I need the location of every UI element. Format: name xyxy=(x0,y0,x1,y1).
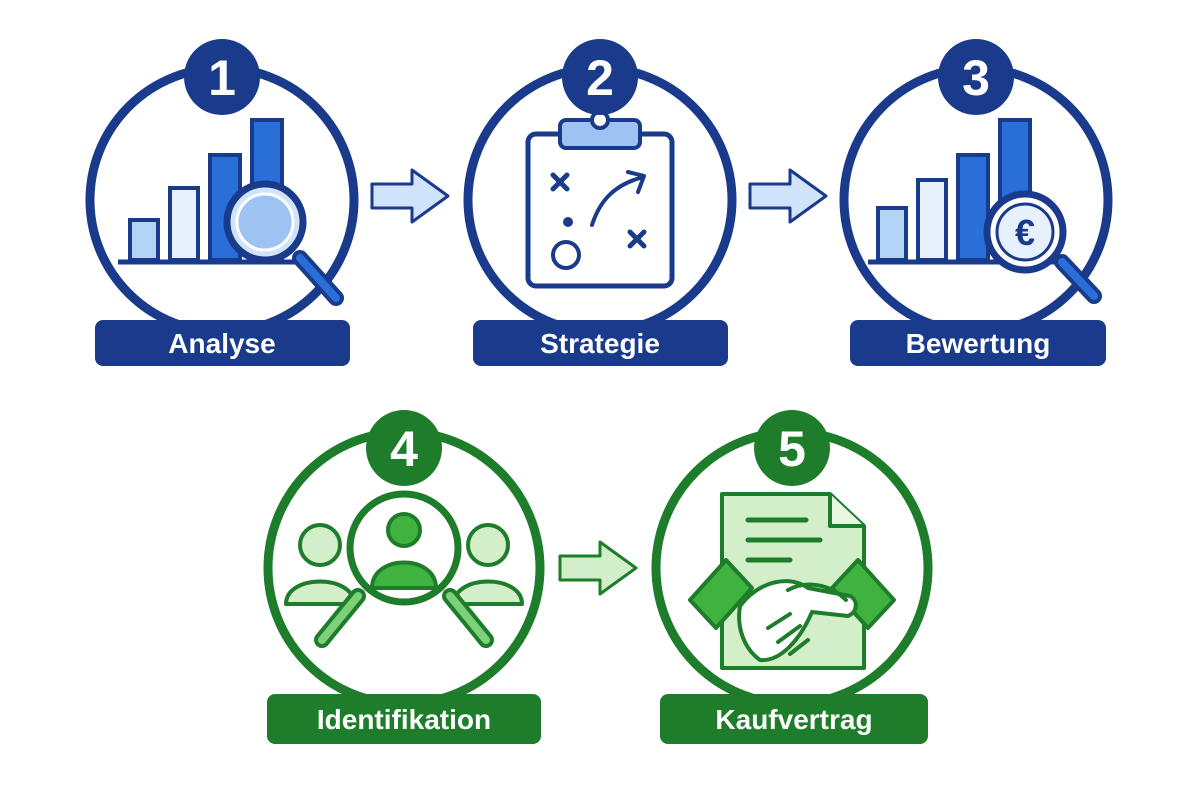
step-4-number-badge xyxy=(366,410,442,486)
step-4-label-box xyxy=(267,694,541,744)
step-3-label-box xyxy=(850,320,1106,366)
arrow-1-to-2 xyxy=(370,168,450,224)
bar-chart-euro-icon: € xyxy=(868,118,1102,304)
bar-chart-magnifier-icon xyxy=(118,118,344,306)
step-5-label: Kaufvertrag xyxy=(715,704,872,735)
step-3-number: 3 xyxy=(962,50,990,106)
step-2-label-box xyxy=(473,320,728,366)
step-3-number-badge xyxy=(938,39,1014,115)
people-search-icon xyxy=(284,490,524,648)
step-4-number: 4 xyxy=(390,421,418,477)
step-1-label-box xyxy=(95,320,350,366)
arrow-4-to-5 xyxy=(558,540,638,596)
arrow-2-to-3 xyxy=(748,168,828,224)
step-1: 1 Analyse xyxy=(85,39,359,366)
step-3-label: Bewertung xyxy=(906,328,1051,359)
step-1-number-badge xyxy=(184,39,260,115)
step-1-label: Analyse xyxy=(168,328,275,359)
handshake-contract-icon xyxy=(688,492,896,670)
clipboard-strategy-icon xyxy=(525,110,675,289)
step-5-number: 5 xyxy=(778,421,806,477)
step-2: 2 Strategie xyxy=(463,39,737,366)
step-4: 4 Identifikation xyxy=(263,410,545,744)
step-5-label-box xyxy=(660,694,928,744)
step-2-number: 2 xyxy=(586,50,614,106)
step-5: 5 Kaufvertrag xyxy=(651,410,933,744)
euro-symbol: € xyxy=(1015,212,1035,253)
step-3: € 3 Bewertung xyxy=(839,39,1113,366)
step-5-number-badge xyxy=(754,410,830,486)
step-1-number: 1 xyxy=(208,50,236,106)
step-2-label: Strategie xyxy=(540,328,660,359)
step-4-label: Identifikation xyxy=(317,704,491,735)
step-2-number-badge xyxy=(562,39,638,115)
